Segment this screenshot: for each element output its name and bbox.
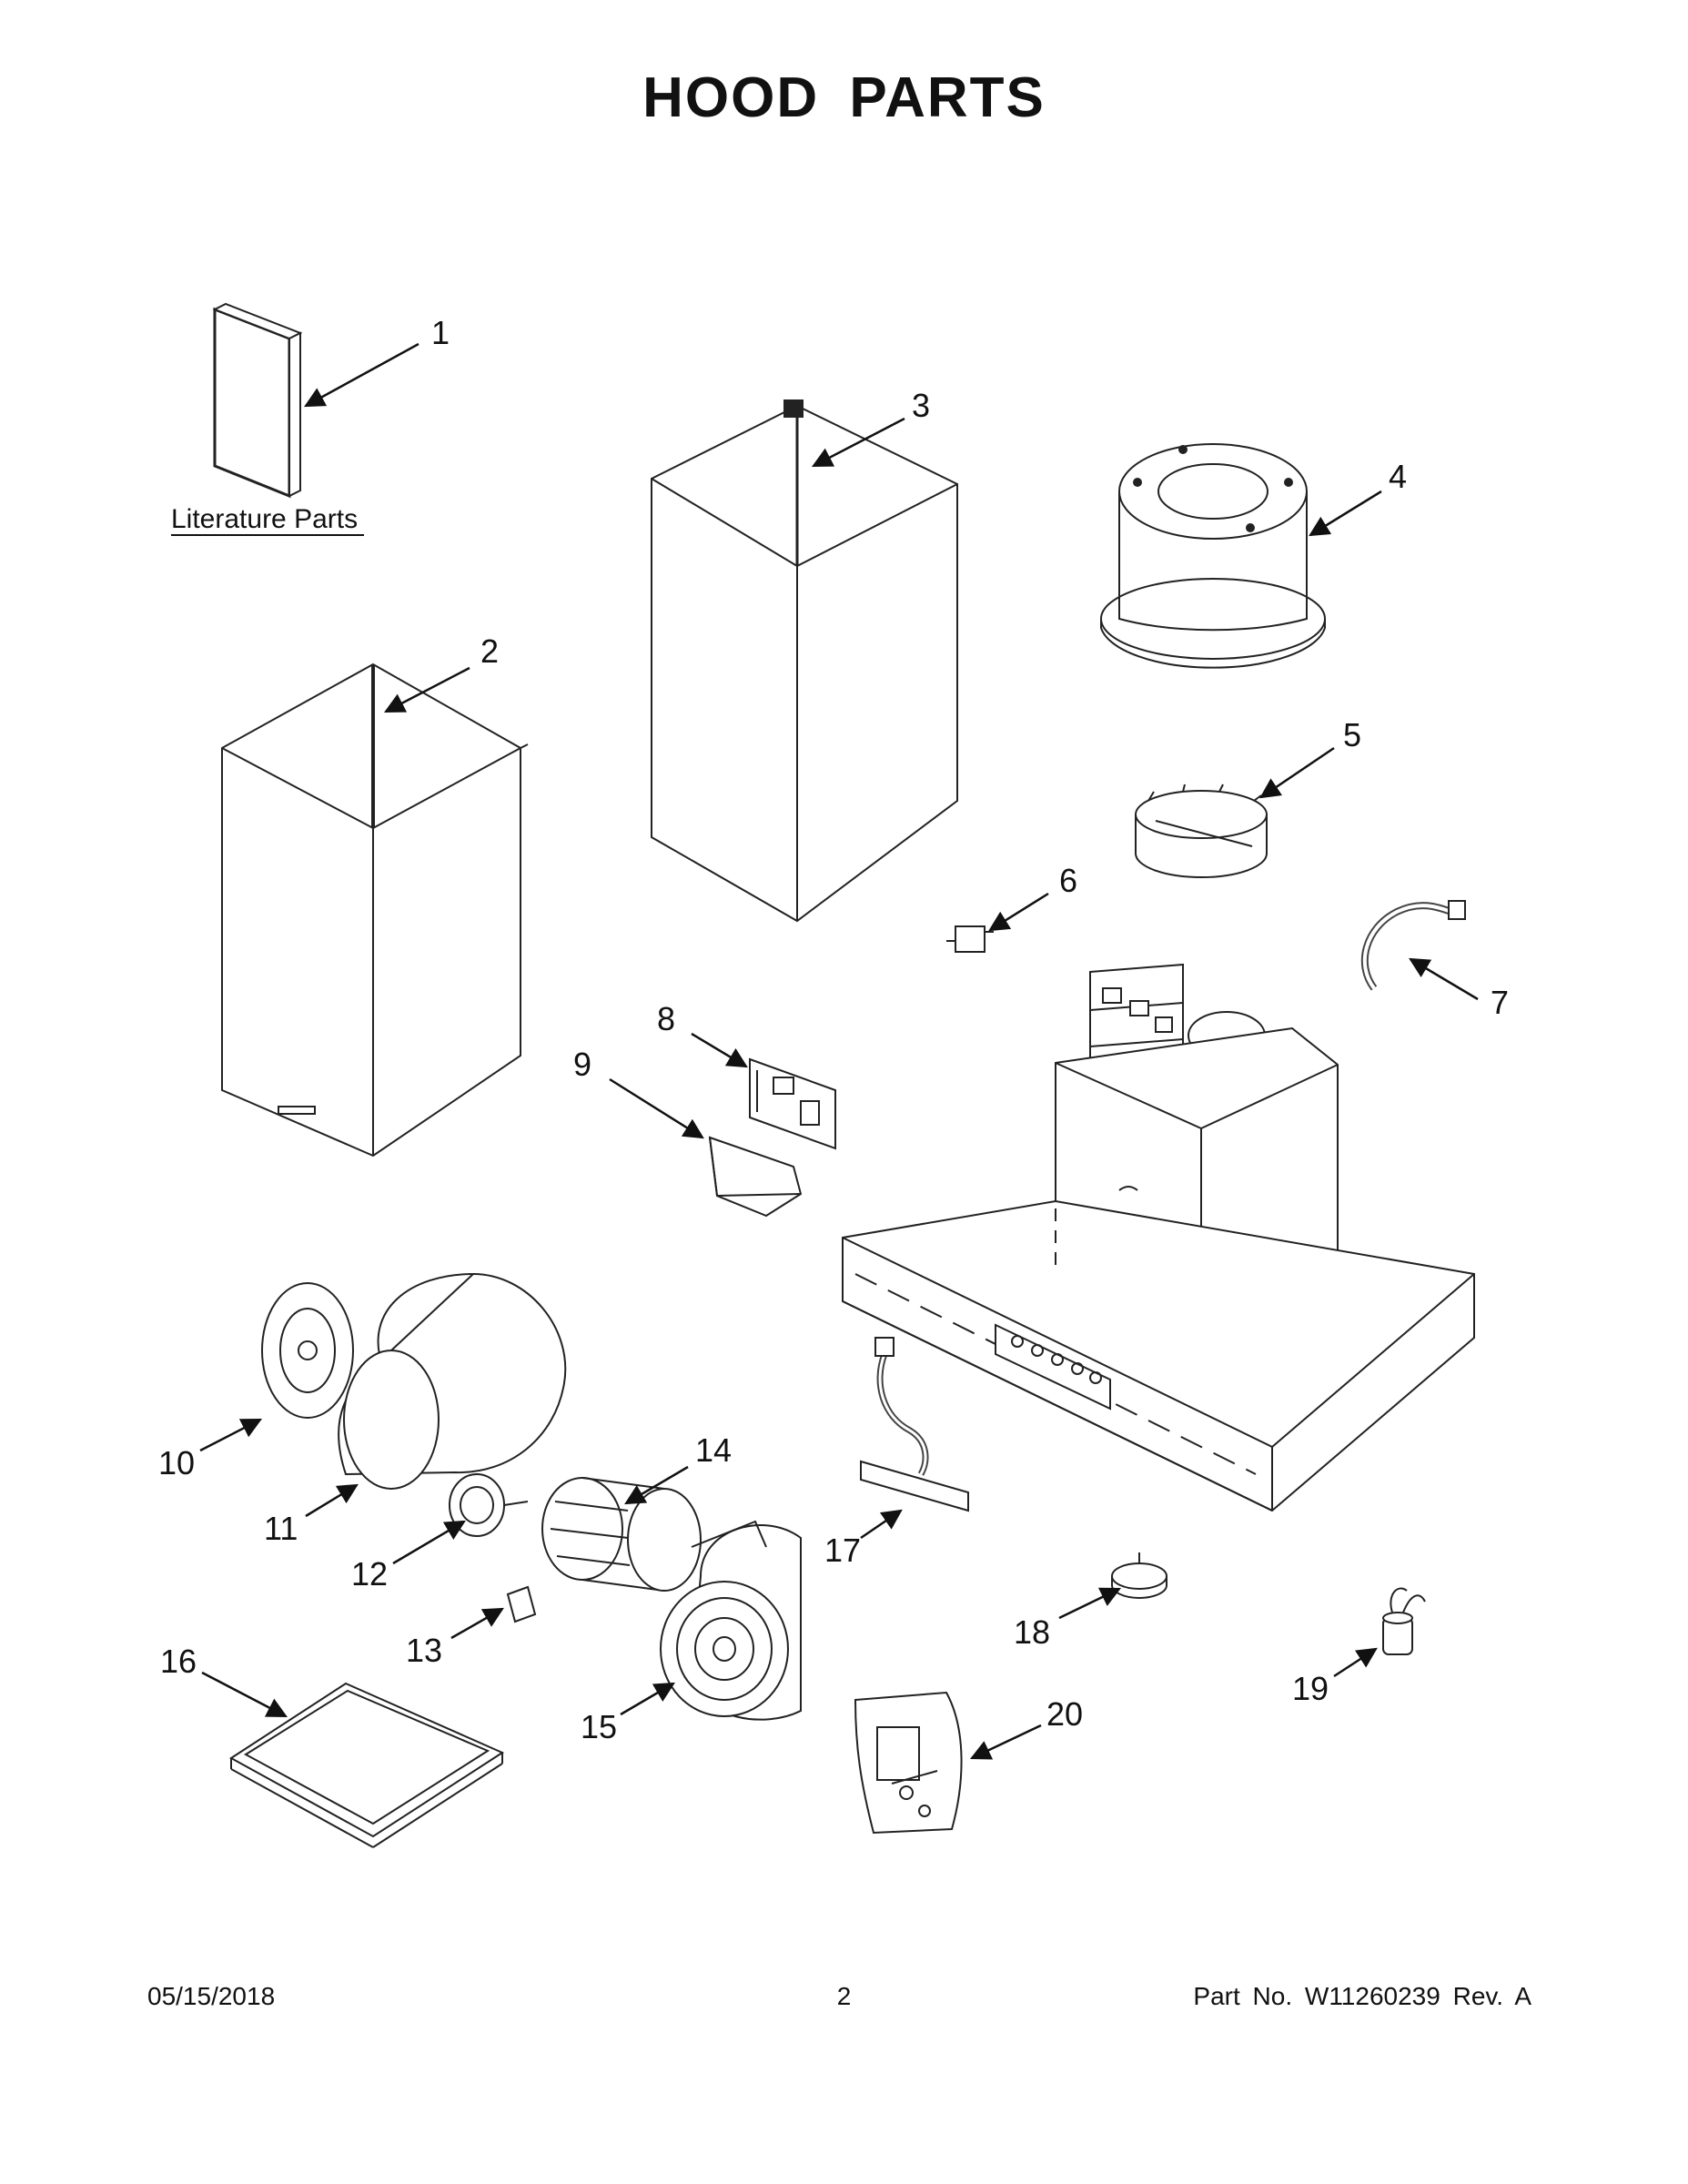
callout-11: 11 xyxy=(264,1510,298,1547)
callout-3: 3 xyxy=(912,387,930,424)
leader-line-2 xyxy=(384,666,470,713)
callout-12: 12 xyxy=(351,1555,388,1592)
leader-line-19 xyxy=(1333,1647,1378,1678)
leader-line-6 xyxy=(988,892,1049,932)
callout-2: 2 xyxy=(480,632,499,670)
footer-page-number: 2 xyxy=(836,1982,852,2010)
callout-18: 18 xyxy=(1014,1613,1050,1651)
callout-10: 10 xyxy=(158,1444,195,1481)
leader-line-12 xyxy=(392,1520,466,1565)
callout-7: 7 xyxy=(1491,984,1509,1021)
control-knob[interactable] xyxy=(1111,1552,1167,1599)
page-title: HOOD PARTS xyxy=(642,66,1046,129)
leader-line-18 xyxy=(1058,1587,1122,1620)
leader-line-7 xyxy=(1409,957,1479,1001)
blower-wheel[interactable] xyxy=(541,1477,702,1592)
callout-20: 20 xyxy=(1046,1695,1083,1733)
control-board[interactable] xyxy=(749,1057,836,1150)
leader-line-17 xyxy=(860,1509,903,1540)
callout-16: 16 xyxy=(160,1643,197,1680)
hardware-bag[interactable] xyxy=(854,1691,963,1835)
callout-6: 6 xyxy=(1059,862,1077,899)
capacitor[interactable] xyxy=(1382,1587,1426,1655)
leader-line-8 xyxy=(691,1032,748,1068)
leader-line-13 xyxy=(450,1607,504,1640)
callout-8: 8 xyxy=(657,1000,675,1037)
tall-chimney-cover[interactable] xyxy=(651,399,958,923)
connector-clip[interactable] xyxy=(946,925,994,953)
motor-mount-plate[interactable] xyxy=(261,1282,354,1419)
leader-line-5 xyxy=(1259,746,1335,799)
hood-body xyxy=(842,963,1475,1512)
blower-motor[interactable] xyxy=(449,1473,529,1537)
leader-line-1 xyxy=(304,342,419,408)
switch-cap[interactable] xyxy=(506,1585,537,1623)
leader-line-3 xyxy=(812,417,905,468)
leader-line-16 xyxy=(201,1671,288,1718)
callout-17: 17 xyxy=(824,1532,861,1569)
callout-4: 4 xyxy=(1389,458,1407,495)
damper-ring[interactable] xyxy=(1135,784,1268,878)
leader-line-11 xyxy=(305,1483,359,1518)
leader-line-15 xyxy=(620,1682,675,1716)
callout-1: 1 xyxy=(431,314,450,351)
leader-line-10 xyxy=(199,1418,263,1452)
leader-line-14 xyxy=(624,1465,689,1505)
leader-line-20 xyxy=(969,1724,1042,1760)
callout-15: 15 xyxy=(581,1708,617,1745)
wire-harness[interactable] xyxy=(1360,900,1466,991)
filter-canister[interactable] xyxy=(1100,443,1326,669)
leader-line-9 xyxy=(609,1077,704,1139)
callout-5: 5 xyxy=(1343,716,1361,753)
callout-9: 9 xyxy=(573,1046,591,1083)
literature-parts-label: Literature Parts xyxy=(171,504,358,534)
footer-date: 05/15/2018 xyxy=(147,1982,276,2010)
callout-14: 14 xyxy=(695,1431,732,1469)
blower-grille-housing[interactable] xyxy=(660,1520,802,1721)
grease-filter[interactable] xyxy=(229,1682,505,1848)
blower-housing[interactable] xyxy=(338,1272,567,1490)
board-cover[interactable] xyxy=(708,1136,803,1218)
leader-line-4 xyxy=(1309,490,1382,537)
callout-19: 19 xyxy=(1292,1670,1329,1707)
short-chimney-cover[interactable] xyxy=(221,662,529,1158)
footer-part-number: Part No. W11260239 Rev. A xyxy=(1193,1982,1531,2010)
literature-booklet[interactable] xyxy=(212,302,303,499)
light-harness[interactable] xyxy=(860,1337,969,1512)
callout-13: 13 xyxy=(406,1632,442,1669)
